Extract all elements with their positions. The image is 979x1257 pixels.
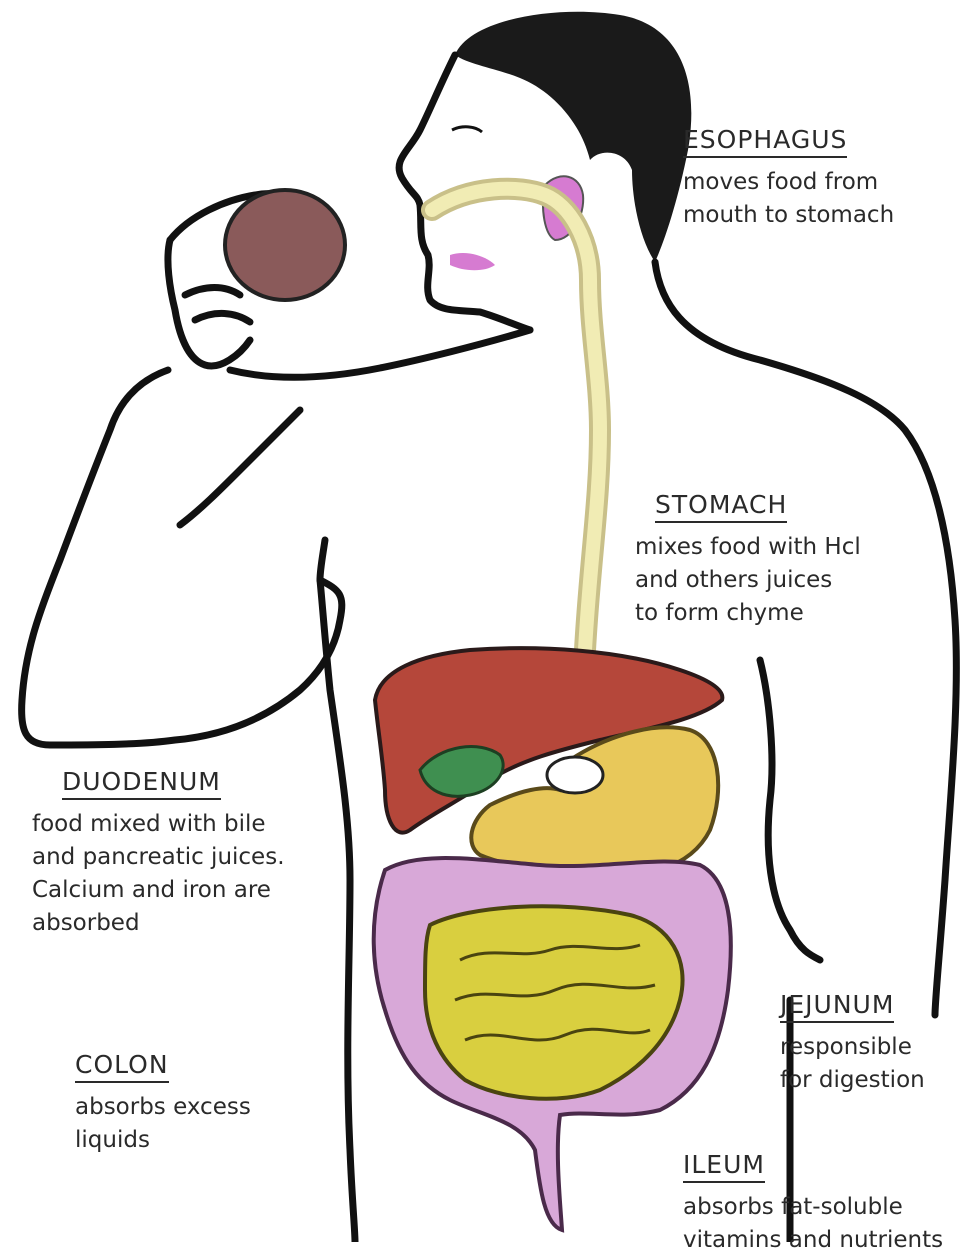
tongue bbox=[450, 253, 495, 270]
esophagus-title: ESOPHAGUS bbox=[683, 125, 847, 158]
duodenum-title: DUODENUM bbox=[62, 767, 221, 800]
stomach-title: STOMACH bbox=[655, 490, 787, 523]
eye bbox=[452, 127, 482, 132]
ileum-desc: absorbs fat-soluble vitamins and nutrien… bbox=[683, 1191, 943, 1257]
label-ileum: ILEUM absorbs fat-soluble vitamins and n… bbox=[683, 1150, 943, 1257]
ileum-title: ILEUM bbox=[683, 1150, 765, 1183]
label-esophagus: ESOPHAGUS moves food from mouth to stoma… bbox=[683, 125, 894, 232]
label-duodenum: DUODENUM food mixed with bile and pancre… bbox=[32, 767, 285, 940]
label-jejunum: JEJUNUM responsible for digestion bbox=[780, 990, 925, 1097]
duodenum-desc: food mixed with bile and pancreatic juic… bbox=[32, 808, 285, 940]
label-colon: COLON absorbs excess liquids bbox=[75, 1050, 251, 1157]
label-stomach: STOMACH mixes food with Hcl and others j… bbox=[635, 490, 861, 630]
esophagus-desc: moves food from mouth to stomach bbox=[683, 166, 894, 232]
jejunum-title: JEJUNUM bbox=[780, 990, 894, 1023]
colon-title: COLON bbox=[75, 1050, 169, 1083]
colon-desc: absorbs excess liquids bbox=[75, 1091, 251, 1157]
stomach-desc: mixes food with Hcl and others juices to… bbox=[635, 531, 861, 630]
jejunum-desc: responsible for digestion bbox=[780, 1031, 925, 1097]
food-item bbox=[225, 190, 345, 300]
